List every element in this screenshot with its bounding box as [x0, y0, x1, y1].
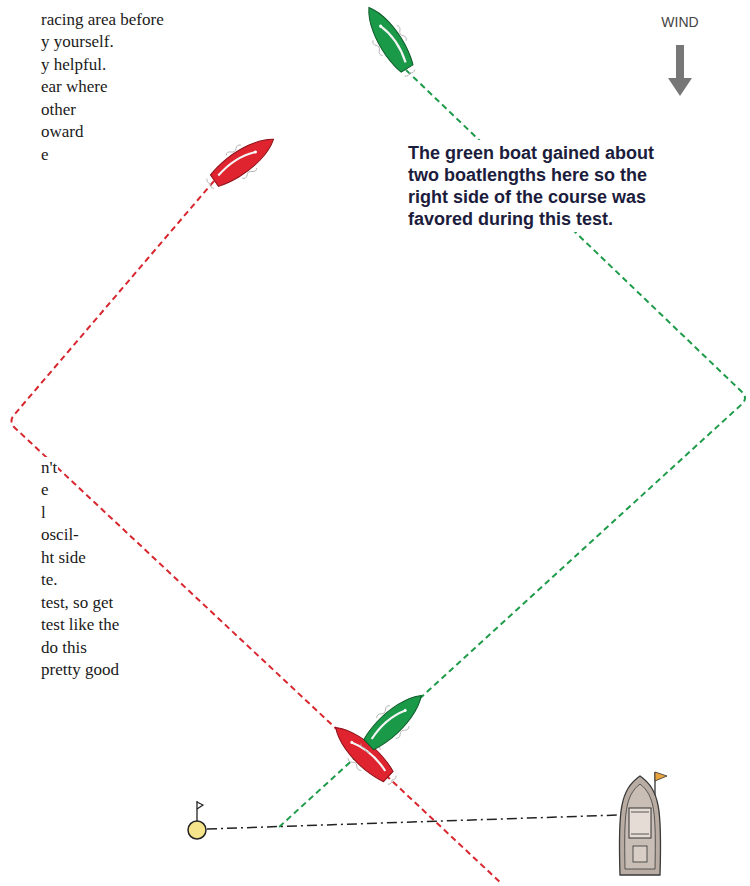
wind-arrow [668, 45, 692, 96]
hull [208, 130, 280, 190]
committee-deck [625, 784, 656, 869]
committee-cabin [629, 808, 651, 838]
text-fragment: test, so get [40, 592, 114, 614]
text-fragment: oscil- [40, 524, 80, 546]
pin-buoy [188, 801, 206, 839]
text-fragment: oward [40, 121, 84, 143]
red-boat [200, 127, 282, 197]
text-fragment: y yourself. [40, 31, 115, 53]
committee-boat [619, 772, 667, 875]
text-fragment: l [40, 502, 47, 524]
text-fragment: racing area before [40, 9, 165, 31]
committee-cockpit [633, 846, 647, 862]
hull [359, 2, 416, 75]
committee-flag [655, 772, 667, 781]
text-fragment: pretty good [40, 659, 120, 681]
text-fragment: e [40, 144, 50, 166]
green-boat [356, 0, 424, 82]
sail [370, 707, 405, 740]
buoy-flag [197, 802, 203, 809]
text-fragment: do this [40, 637, 88, 659]
committee-hull [619, 776, 660, 875]
buoy-ball [188, 821, 206, 839]
cabin-lines [631, 812, 649, 834]
text-fragment: y helpful. [40, 54, 107, 76]
sail [217, 148, 256, 177]
text-fragment: e [40, 479, 50, 501]
buoy-pole [196, 801, 197, 821]
start-line [207, 815, 618, 829]
red-track [12, 181, 503, 884]
text-fragment: ear where [40, 76, 109, 98]
text-fragment: te. [40, 569, 59, 591]
green-boat [353, 684, 432, 760]
text-fragment: n't [40, 457, 58, 479]
mast [379, 24, 383, 28]
wind-label: WIND [650, 14, 710, 30]
callout-note: The green boat gained about two boatleng… [404, 140, 677, 232]
text-fragment: test like the [40, 614, 120, 636]
sail [381, 24, 408, 64]
text-fragment: ht side [40, 547, 87, 569]
green-track [278, 70, 745, 828]
mast [350, 740, 354, 744]
mast [253, 150, 257, 154]
text-fragment: other [40, 99, 77, 121]
hull [361, 687, 429, 752]
mast [403, 708, 407, 712]
